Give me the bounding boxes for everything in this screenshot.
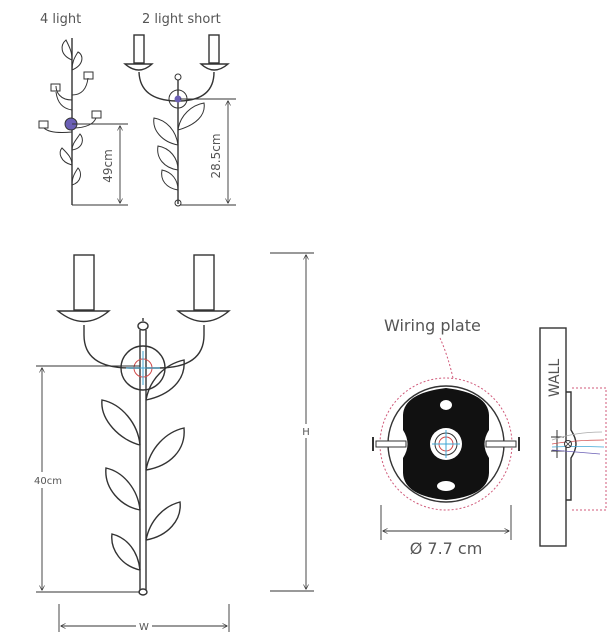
wiring-plate-detail: Wiring plate Ø 7.7 cm — [372, 316, 520, 558]
label-40cm: 40cm — [34, 476, 62, 487]
wall-side-view: WALL — [539, 327, 607, 547]
label-wall: WALL — [547, 359, 563, 397]
label-wiring-plate: Wiring plate — [384, 316, 481, 335]
four-light-sconce: 4 light 49cm — [38, 12, 128, 206]
main-sconce: 40cm H W — [26, 252, 314, 633]
label-h: H — [302, 427, 310, 438]
label-w: W — [139, 622, 149, 633]
label-diameter: Ø 7.7 cm — [410, 539, 483, 558]
label-four-light: 4 light — [40, 12, 81, 27]
label-28-5cm: 28.5cm — [209, 133, 223, 178]
two-light-short-sconce: 2 light short 28.5cm — [123, 12, 236, 207]
label-two-light-short: 2 light short — [142, 12, 221, 27]
label-49cm: 49cm — [101, 149, 115, 183]
